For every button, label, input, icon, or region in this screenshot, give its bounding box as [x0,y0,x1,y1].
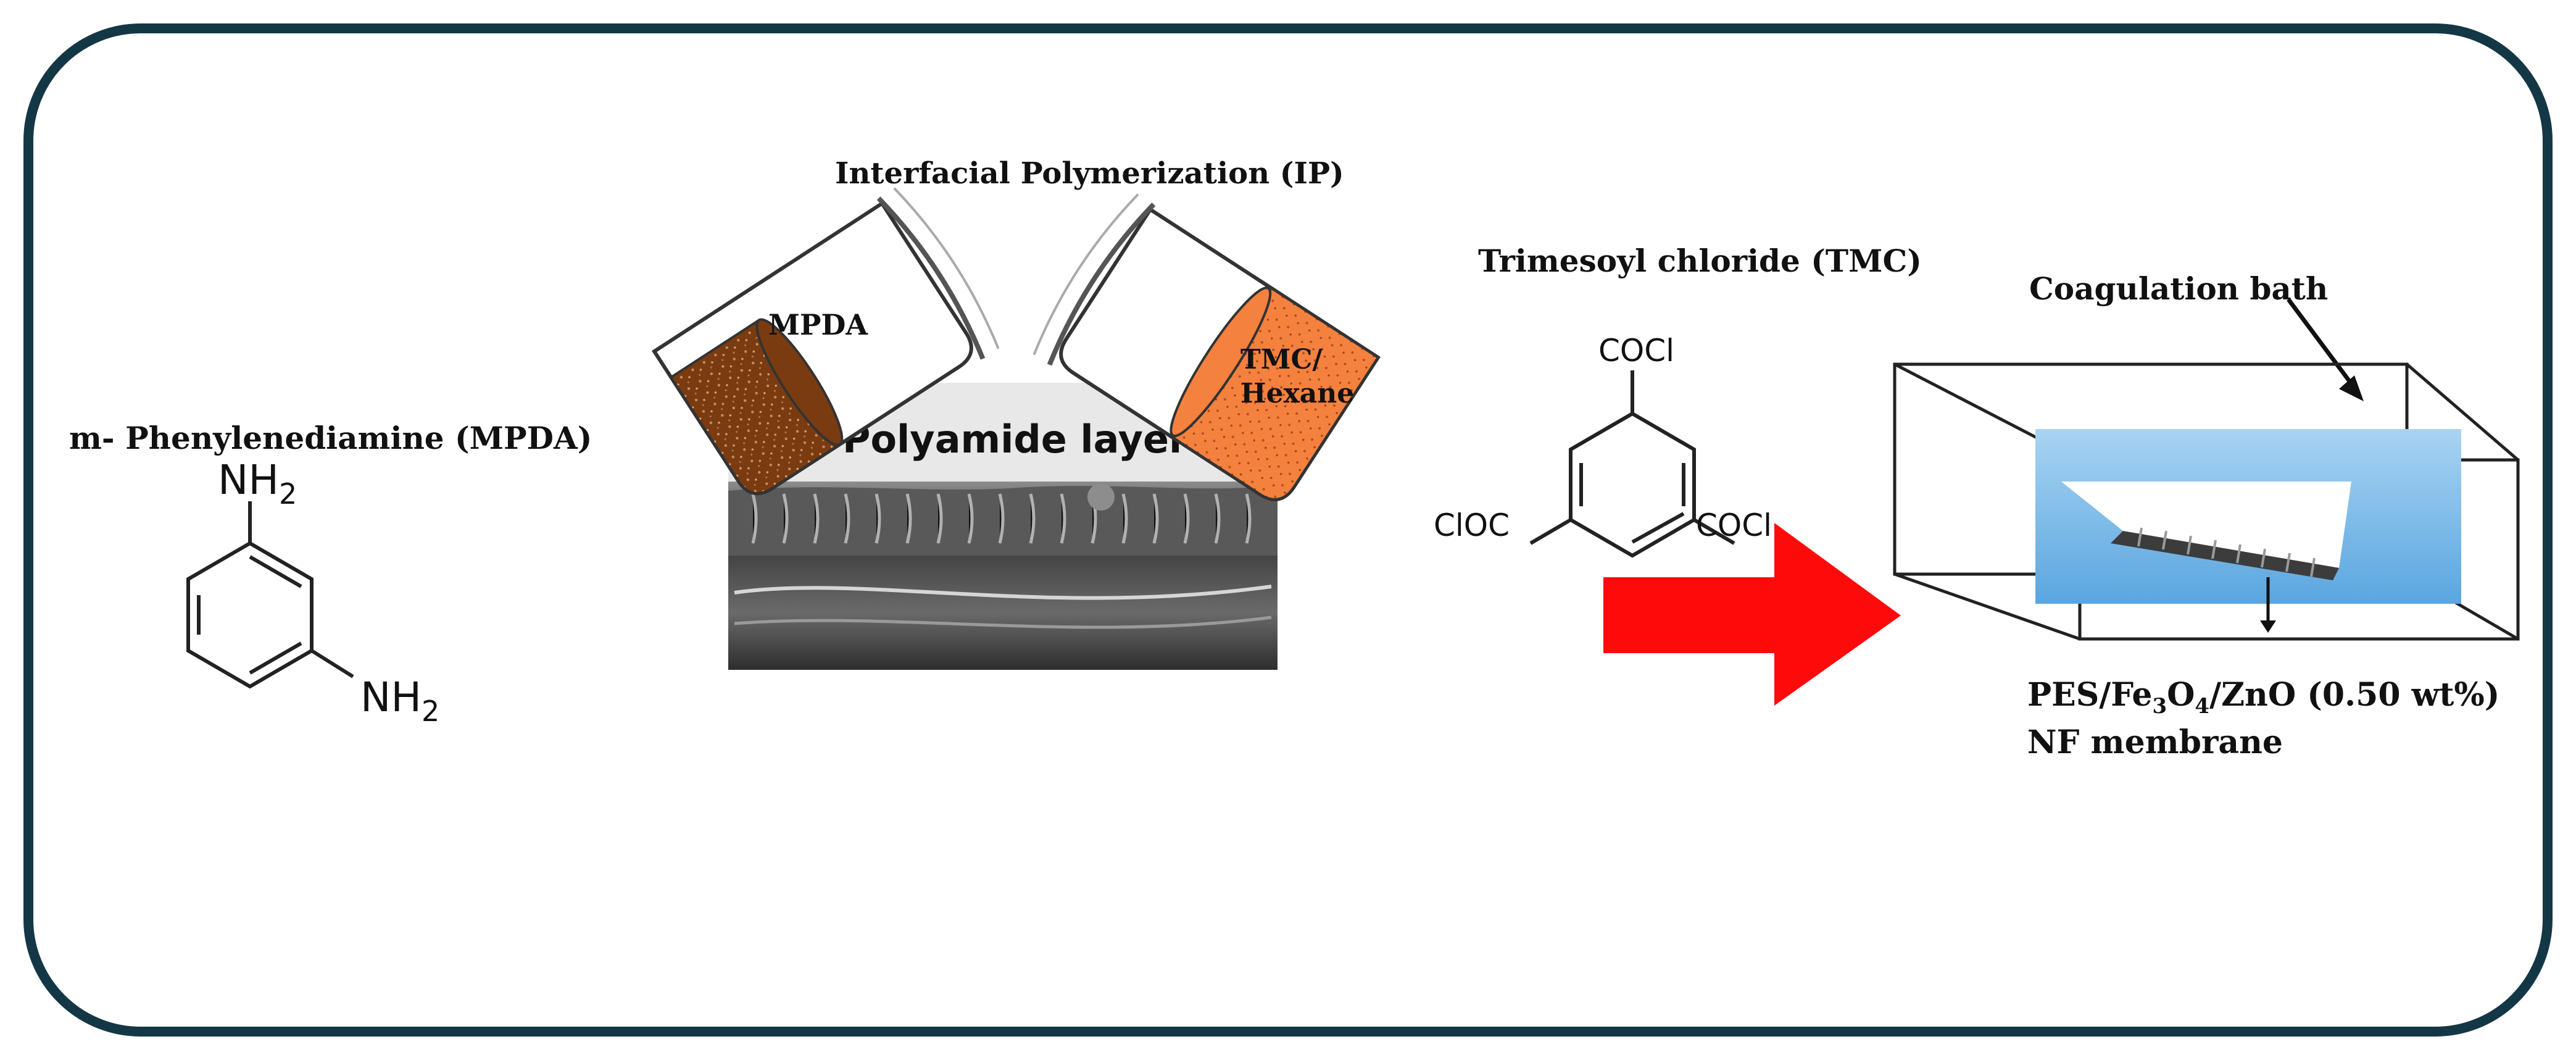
tmc-benzene-ring [1569,411,1696,558]
mpda-benzene-ring [186,541,314,689]
tmc-right-group: COCl [1696,507,1772,543]
mpda-bottom-amine: NH2 [360,674,439,728]
tmc-beaker-label-1: TMC/ [1240,344,1323,375]
membrane-sheet [2061,482,2351,568]
membrane-label-line2: NF membrane [2027,724,2283,761]
tmc-left-group: ClOC [1434,507,1510,543]
polyamide-layer-label: Polyamide layer [842,417,1188,462]
membrane-label: PES/Fe3O4/ZnO (0.50 wt%) [2027,676,2499,719]
ip-title: Interfacial Polymerization (IP) [835,156,1344,191]
mpda-beaker-label: MPDA [768,308,868,341]
tmc-molecule: Trimesoyl chloride (TMC) COCl ClOC COCl [1434,243,1922,558]
mpda-bottom-bond [310,649,354,678]
bath-pointer-arrow [2287,298,2359,394]
tmc-beaker [1032,193,1381,501]
tmc-top-group: COCl [1598,333,1674,369]
mpda-top-amine: NH2 [218,456,297,511]
tmc-name: Trimesoyl chloride (TMC) [1478,243,1922,279]
mpda-molecule: m- Phenylenediamine (MPDA) NH2 NH2 [69,420,592,728]
mpda-name: m- Phenylenediamine (MPDA) [69,420,592,456]
tmc-beaker-label-2: Hexane [1240,378,1354,409]
process-arrow [1603,523,1901,706]
coagulation-bath-label: Coagulation bath [2029,270,2328,307]
coagulation-bath: Coagulation bath [1893,270,2520,641]
mpda-beaker [651,187,1000,496]
